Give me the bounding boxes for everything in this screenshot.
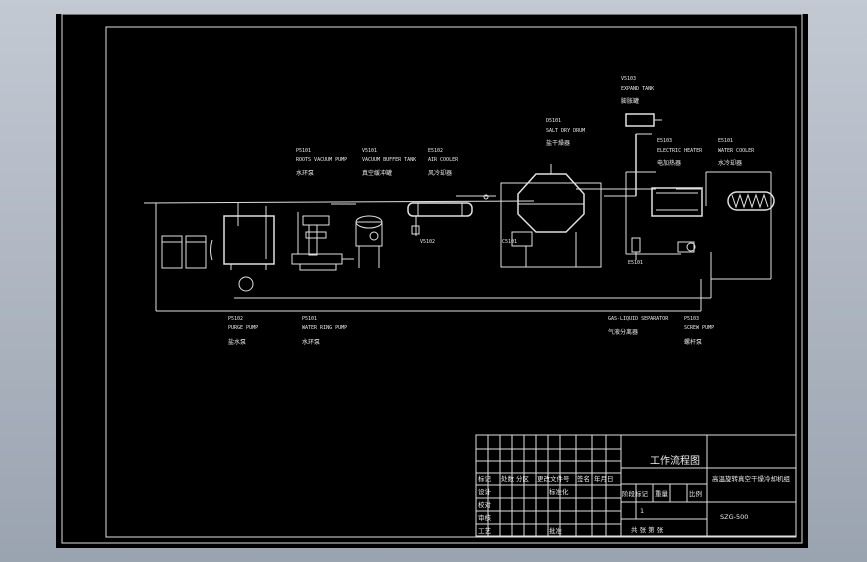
- purge-pump-symbol: [238, 276, 254, 292]
- label-dryer-en: SALT DRY DRUM: [546, 128, 585, 134]
- header-mark: 标记: [478, 474, 492, 483]
- label-ring-pump-en: WATER RING PUMP: [302, 325, 347, 331]
- label-air-cooler-cn: 风冷却器: [428, 169, 452, 177]
- tag-c5101: C5101: [502, 239, 517, 245]
- label-air-cooler-code: E5102: [428, 148, 443, 154]
- row-process: 工艺: [478, 527, 492, 535]
- pipelines: [143, 133, 772, 312]
- scale-value: 1: [640, 507, 644, 515]
- label-vacuum-pump-en: ROOTS VACUUM PUMP: [296, 157, 347, 163]
- label-buffer-tank-cn: 真空缓冲罐: [362, 169, 392, 177]
- air-cooler: [407, 202, 473, 236]
- label-separator-en: GAS-LIQUID SEPARATOR: [608, 316, 669, 322]
- tag-e5101: E5101: [628, 260, 643, 266]
- flow-arrow: [483, 194, 489, 200]
- tag-v5102: V5102: [420, 239, 435, 245]
- drawing-number: SZG-500: [720, 513, 748, 521]
- label-buffer-tank-code: V5101: [362, 148, 377, 154]
- row-approve: 批准: [549, 526, 563, 535]
- row-design: 设计: [478, 487, 492, 496]
- product-name: 高温旋转真空干燥冷却机组: [712, 474, 791, 483]
- process-flow-diagram: P5101 ROOTS VACUUM PUMP 水环泵 V5101 VACUUM…: [61, 14, 803, 544]
- label-screw-pump-code: P5103: [684, 316, 699, 322]
- gas-liquid-separator: [631, 237, 641, 260]
- inner-frame: [105, 26, 797, 538]
- label-purge-pump-code: P5102: [228, 316, 243, 322]
- header-doc-no: 更改文件号: [537, 474, 570, 483]
- row-standard: 标准化: [549, 487, 569, 496]
- sheet-count: 共 张 第 张: [631, 525, 664, 534]
- outer-frame: [61, 14, 803, 544]
- electric-heater: [651, 187, 703, 217]
- label-heater-code: E5103: [657, 138, 672, 144]
- label-expand-tank-code: V5103: [621, 76, 636, 82]
- label-purge-pump-en: PURGE PUMP: [228, 325, 258, 331]
- header-stage: 阶段标记: [622, 489, 649, 498]
- label-dryer-code: D5101: [546, 118, 561, 124]
- header-date: 年月日: [594, 474, 614, 483]
- label-screw-pump-cn: 螺杆泵: [684, 338, 702, 346]
- buffer-tank: [355, 215, 383, 268]
- row-review: 审核: [478, 513, 492, 522]
- label-heater-cn: 电加热器: [657, 159, 681, 167]
- label-vacuum-pump-code: P5101: [296, 148, 311, 154]
- label-air-cooler-en: AIR COOLER: [428, 157, 459, 163]
- label-expand-tank-en: EXPAND TANK: [621, 86, 654, 92]
- equipment-labels: P5101 ROOTS VACUUM PUMP 水环泵 V5101 VACUUM…: [228, 76, 755, 346]
- row-check: 校对: [478, 500, 492, 509]
- label-purge-pump-cn: 盐水泵: [228, 338, 246, 346]
- label-buffer-tank-en: VACUUM BUFFER TANK: [362, 157, 416, 163]
- storage-tanks: [161, 235, 207, 269]
- label-water-cooler-cn: 水冷却器: [718, 159, 742, 167]
- header-sign: 签名: [577, 474, 590, 483]
- label-heater-en: ELECTRIC HEATER: [657, 148, 703, 154]
- label-separator-cn: 气液分离器: [608, 328, 638, 336]
- header-count: 处数: [501, 474, 515, 483]
- main-tank: [210, 215, 275, 292]
- label-water-cooler-en: WATER COOLER: [718, 148, 755, 154]
- vacuum-pump-unit: [291, 215, 354, 271]
- label-ring-pump-code: P5101: [302, 316, 317, 322]
- label-water-cooler-code: E5101: [718, 138, 733, 144]
- drawing-title: 工作流程图: [650, 454, 700, 467]
- label-vacuum-pump-cn: 水环泵: [296, 169, 314, 177]
- label-expand-tank-cn: 膨胀罐: [621, 97, 639, 105]
- header-ratio: 比例: [689, 489, 702, 498]
- header-zone: 分区: [516, 474, 530, 483]
- header-weight: 重量: [655, 490, 669, 498]
- label-ring-pump-cn: 水环泵: [302, 338, 320, 346]
- water-cooler: [727, 191, 775, 211]
- expand-tank: [625, 113, 662, 127]
- drawing-canvas: P5101 ROOTS VACUUM PUMP 水环泵 V5101 VACUUM…: [56, 14, 808, 548]
- rotary-dryer: [500, 164, 602, 268]
- title-block: 工作流程图 高温旋转真空干燥冷却机组 SZG-500 标记 处数 分区 更改文件…: [475, 434, 797, 537]
- label-screw-pump-en: SCREW PUMP: [684, 325, 714, 331]
- label-dryer-cn: 盐干燥器: [546, 139, 570, 147]
- screw-pump: [677, 241, 696, 253]
